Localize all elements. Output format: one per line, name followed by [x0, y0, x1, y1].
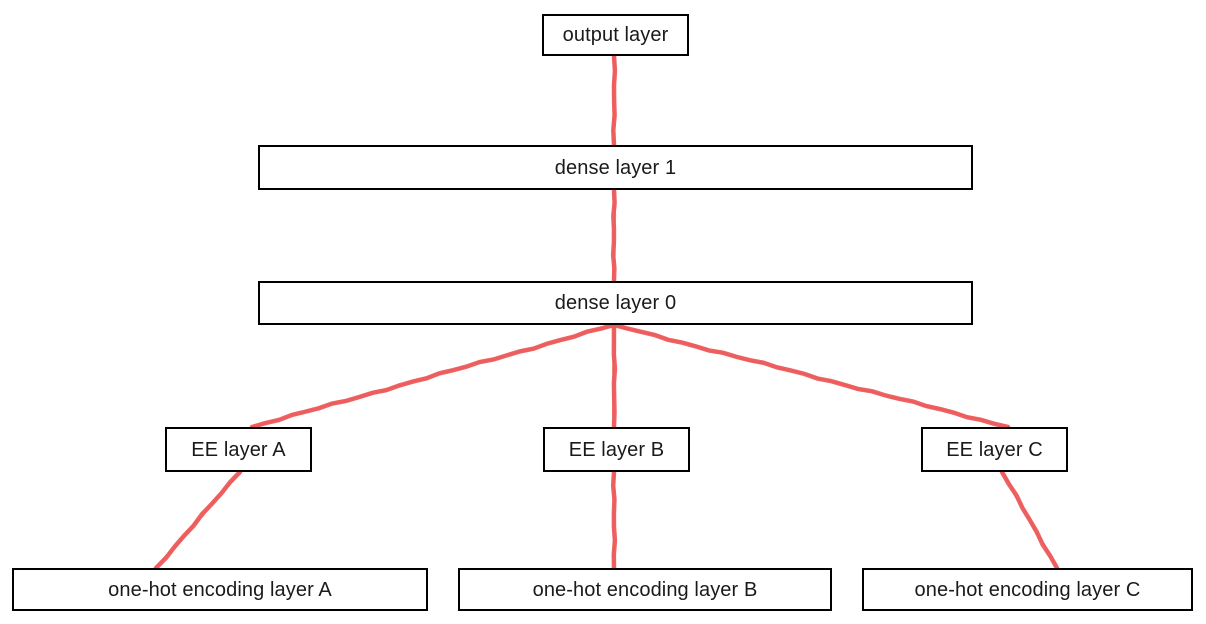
edge-dense0-to-ee_b — [611, 322, 618, 430]
node-label-dense0: dense layer 0 — [554, 292, 677, 314]
node-label-ee_b: EE layer B — [568, 438, 665, 461]
node-ee_c[interactable]: EE layer C — [921, 427, 1068, 472]
node-onehot_c[interactable]: one-hot encoding layer C — [862, 568, 1193, 611]
node-label-dense1: dense layer 1 — [554, 156, 677, 179]
edge-dense0-to-ee_c — [611, 322, 1011, 430]
edge-ee_b-to-onehot_b — [610, 469, 618, 571]
node-label-onehot_c: one-hot encoding layer C — [914, 578, 1141, 601]
node-output[interactable]: output layer — [542, 14, 689, 56]
edge-ee_a-to-onehot_a — [153, 469, 243, 571]
edge-output-to-dense1 — [611, 53, 618, 148]
node-ee_b[interactable]: EE layer B — [543, 427, 690, 472]
edge-ee_c-to-onehot_c — [999, 469, 1060, 571]
node-label-ee_c: EE layer C — [946, 438, 1043, 461]
node-dense1[interactable]: dense layer 1 — [258, 145, 973, 190]
node-ee_a[interactable]: EE layer A — [165, 427, 312, 472]
edge-dense0-to-ee_a — [249, 322, 617, 430]
node-label-ee_a: EE layer A — [191, 438, 286, 461]
node-label-output: output layer — [562, 24, 669, 46]
node-onehot_b[interactable]: one-hot encoding layer B — [458, 568, 832, 611]
node-label-onehot_b: one-hot encoding layer B — [532, 578, 758, 601]
node-dense0[interactable]: dense layer 0 — [258, 281, 973, 325]
edge-dense1-to-dense0 — [610, 187, 617, 284]
node-onehot_a[interactable]: one-hot encoding layer A — [12, 568, 428, 611]
node-label-onehot_a: one-hot encoding layer A — [108, 578, 332, 601]
